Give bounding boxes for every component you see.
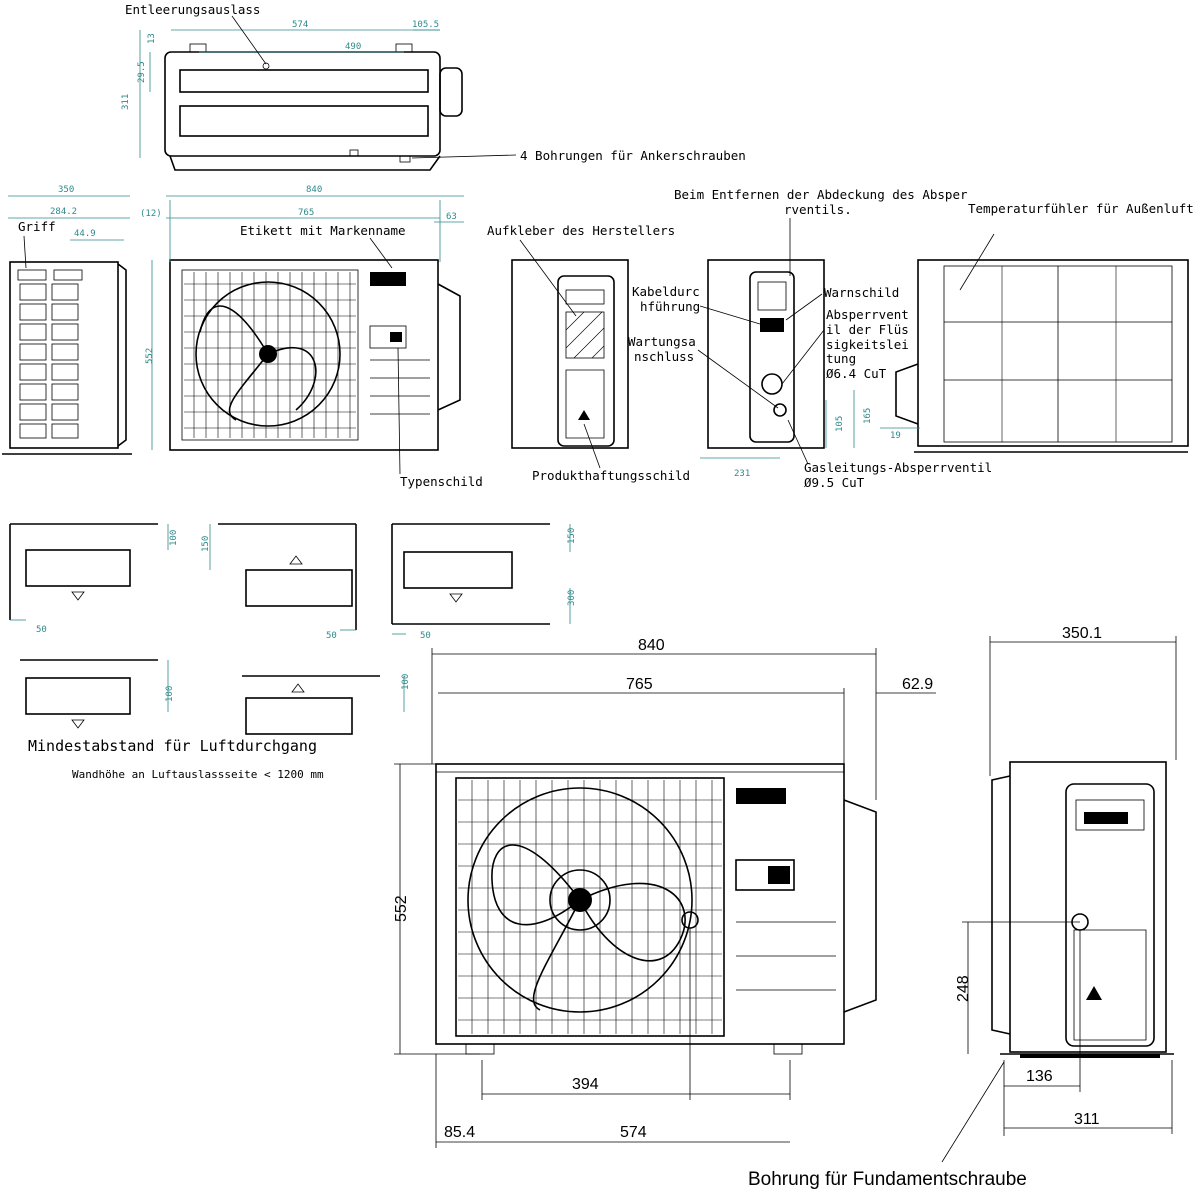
warning-label: Warnschild: [824, 285, 899, 300]
dim-large-394: 394: [572, 1076, 599, 1093]
dim-large-840: 840: [638, 637, 665, 654]
dim-large-574: 574: [620, 1124, 647, 1141]
clearance-diagrams: [9, 523, 571, 735]
dim-top-13: 13: [147, 33, 157, 44]
wall-height-note: Wandhöhe an Luftauslassseite < 1200 mm: [72, 768, 324, 781]
shutoff-label-1: Absperrvent: [826, 307, 909, 322]
dim-large-62: 62.9: [902, 676, 933, 693]
dim-front-12: (12): [140, 209, 162, 219]
dim-front-552: 552: [145, 348, 155, 364]
gas-valve-label-1: Gasleitungs-Absperrventil: [804, 460, 992, 475]
cover-note-2: rventils.: [784, 202, 852, 217]
dim-right-19: 19: [890, 431, 901, 441]
anchor-holes-label: 4 Bohrungen für Ankerschrauben: [520, 148, 746, 163]
dim-top-29: 29.5: [137, 61, 147, 83]
dim-top-311: 311: [121, 94, 131, 110]
dim-large-248: 248: [955, 975, 972, 1002]
cover-note-1: Beim Entfernen der Abdeckung des Absper: [674, 187, 968, 202]
side-view-large: [991, 761, 1174, 1058]
dim-large-552: 552: [393, 895, 410, 922]
back-view: [880, 259, 1189, 453]
dim-c-100c: 100: [401, 674, 411, 690]
min-clearance-title: Mindestabstand für Luftdurchgang: [28, 737, 317, 755]
dim-c-100b: 100: [165, 686, 175, 702]
dim-c-50a: 50: [36, 625, 47, 635]
dim-c-100a: 100: [169, 530, 179, 546]
dim-right-165: 165: [863, 408, 873, 424]
front-view-large: [435, 763, 877, 1055]
temp-sensor-label: Temperaturfühler für Außenluft: [968, 201, 1194, 216]
dim-c-50b: 50: [326, 631, 337, 641]
service-label-1: Wartungsa: [628, 334, 696, 349]
dim-top-105: 105.5: [412, 20, 439, 30]
cable-label-1: Kabeldurc: [632, 284, 700, 299]
liability-label: Produkthaftungsschild: [532, 468, 690, 483]
shutoff-label-4: tung: [826, 351, 856, 366]
side-view-left: [2, 195, 132, 455]
brand-label-text: Etikett mit Markenname: [240, 223, 406, 238]
dim-c-50c: 50: [420, 631, 431, 641]
dim-front-765: 765: [298, 208, 314, 218]
front-large-dimensions: [394, 648, 936, 1148]
dim-large-765: 765: [626, 676, 653, 693]
dim-c-300: 300: [567, 590, 577, 606]
dim-side-350: 350: [58, 185, 74, 195]
dim-large-350: 350.1: [1062, 625, 1102, 642]
maker-sticker-label: Aufkleber des Herstellers: [487, 223, 675, 238]
dim-c-150b: 150: [567, 528, 577, 544]
side-large-dimensions: [962, 636, 1177, 1136]
service-label-2: nschluss: [634, 349, 694, 364]
dim-side-284: 284.2: [50, 207, 77, 217]
drain-outlet-label: Entleerungsauslass: [125, 2, 260, 17]
dim-large-136: 136: [1026, 1068, 1053, 1085]
dim-front-840: 840: [306, 185, 322, 195]
dim-c-150a: 150: [201, 536, 211, 552]
shutoff-label-2: il der Flüs: [826, 322, 909, 337]
cable-label-2: hführung: [640, 299, 700, 314]
gas-valve-label-2: Ø9.5 CuT: [804, 475, 865, 490]
type-plate-label: Typenschild: [400, 474, 483, 489]
dim-side-44: 44.9: [74, 229, 96, 239]
dim-top-490: 490: [345, 42, 361, 52]
front-view-small: [151, 195, 464, 451]
top-view: [139, 29, 463, 171]
foundation-bolt-label: Bohrung für Fundamentschraube: [748, 1169, 1027, 1190]
dim-large-85: 85.4: [444, 1124, 475, 1141]
service-view-2: [700, 259, 855, 459]
shutoff-label-3: sigkeitslei: [826, 337, 909, 352]
grip-label: Griff: [18, 219, 56, 234]
dim-right-231: 231: [734, 469, 750, 479]
dim-large-311: 311: [1074, 1111, 1100, 1128]
dim-right-105: 105: [835, 416, 845, 432]
shutoff-label-5: Ø6.4 CuT: [826, 366, 887, 381]
dim-top-574: 574: [292, 20, 308, 30]
dim-front-63: 63: [446, 212, 457, 222]
service-view-1: [511, 259, 629, 449]
